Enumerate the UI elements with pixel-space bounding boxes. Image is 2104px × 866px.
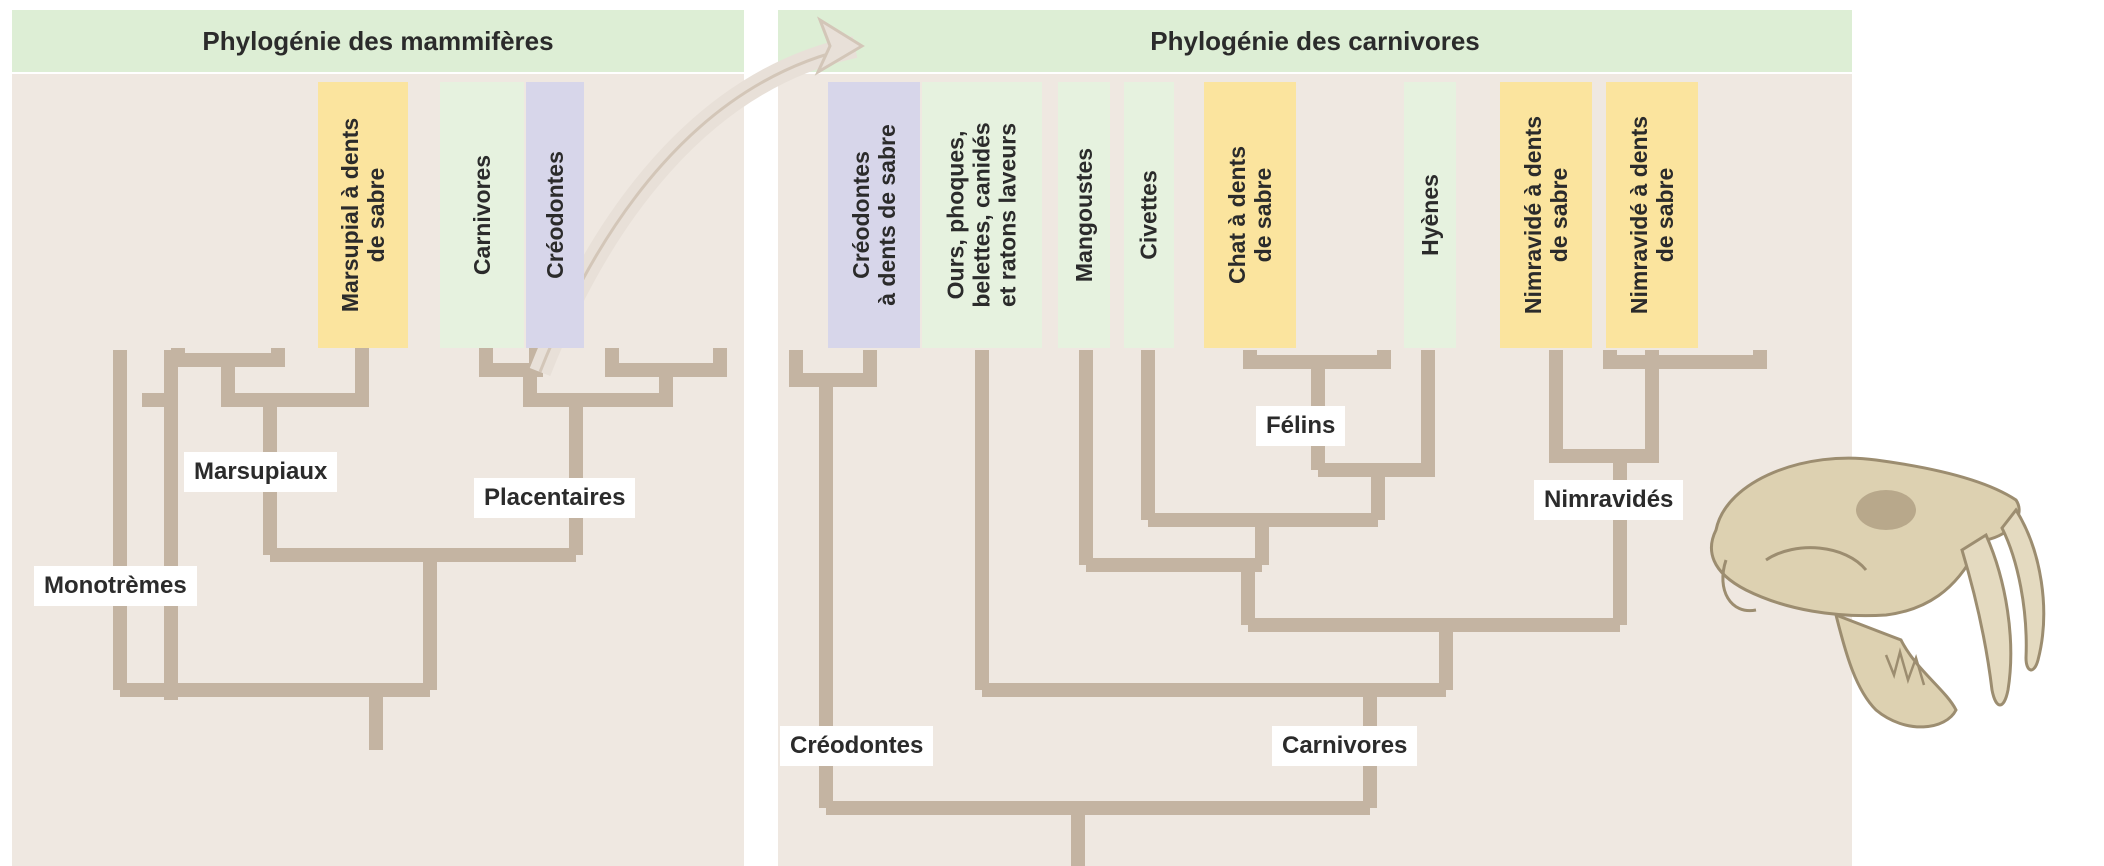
node-label-carnivores: Carnivores — [1272, 726, 1417, 766]
tip-label: Mangoustes — [1071, 148, 1097, 282]
node-label-marsupials: Marsupiaux — [184, 452, 337, 492]
branch-line — [178, 348, 278, 360]
branch-line — [1610, 350, 1760, 362]
sabre-tooth-skull-illustration — [1686, 440, 2096, 740]
node-label-monotremes: Monotrèmes — [34, 566, 197, 606]
tip-mongooses: Mangoustes — [1058, 82, 1110, 348]
node-label-felins: Félins — [1256, 406, 1345, 446]
branch-line — [612, 348, 720, 370]
branch-line — [142, 350, 171, 400]
node-label-placentals: Placentaires — [474, 478, 635, 518]
tip-creodonts: Créodontes — [526, 82, 584, 348]
branch-line — [796, 350, 870, 380]
node-label-nimravides: Nimravidés — [1534, 480, 1683, 520]
tip-label: Créodontes — [542, 151, 568, 279]
branch-line — [486, 348, 536, 370]
tip-carnivores: Carnivores — [440, 82, 524, 348]
node-label-creodonts: Créodontes — [780, 726, 933, 766]
tip-hyenas: Hyènes — [1404, 82, 1456, 348]
tip-label: Civettes — [1136, 170, 1162, 259]
tip-civets: Civettes — [1124, 82, 1174, 348]
tip-label: Carnivores — [469, 155, 495, 275]
link-arrow — [540, 47, 855, 372]
branch-line — [1250, 350, 1384, 362]
tip-label: Hyènes — [1417, 174, 1443, 256]
